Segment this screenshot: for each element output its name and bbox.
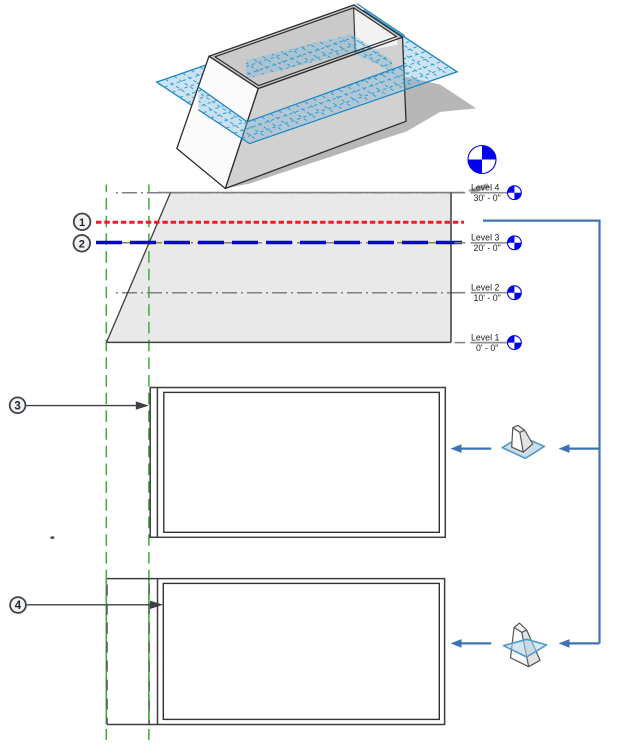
svg-text:Level 3: Level 3 [471,233,499,243]
svg-text:Level 1: Level 1 [471,332,499,342]
svg-text:3: 3 [14,400,20,412]
svg-text:10' - 0": 10' - 0" [474,293,501,303]
svg-text:30' - 0": 30' - 0" [474,193,501,203]
svg-text:20' - 0": 20' - 0" [474,243,501,253]
svg-text:Level 4: Level 4 [471,183,499,193]
svg-text:0' - 0": 0' - 0" [476,343,498,353]
svg-text:4: 4 [15,600,22,612]
svg-text:2: 2 [79,238,85,250]
svg-text:Level 2: Level 2 [471,283,499,293]
svg-text:1: 1 [79,217,85,229]
